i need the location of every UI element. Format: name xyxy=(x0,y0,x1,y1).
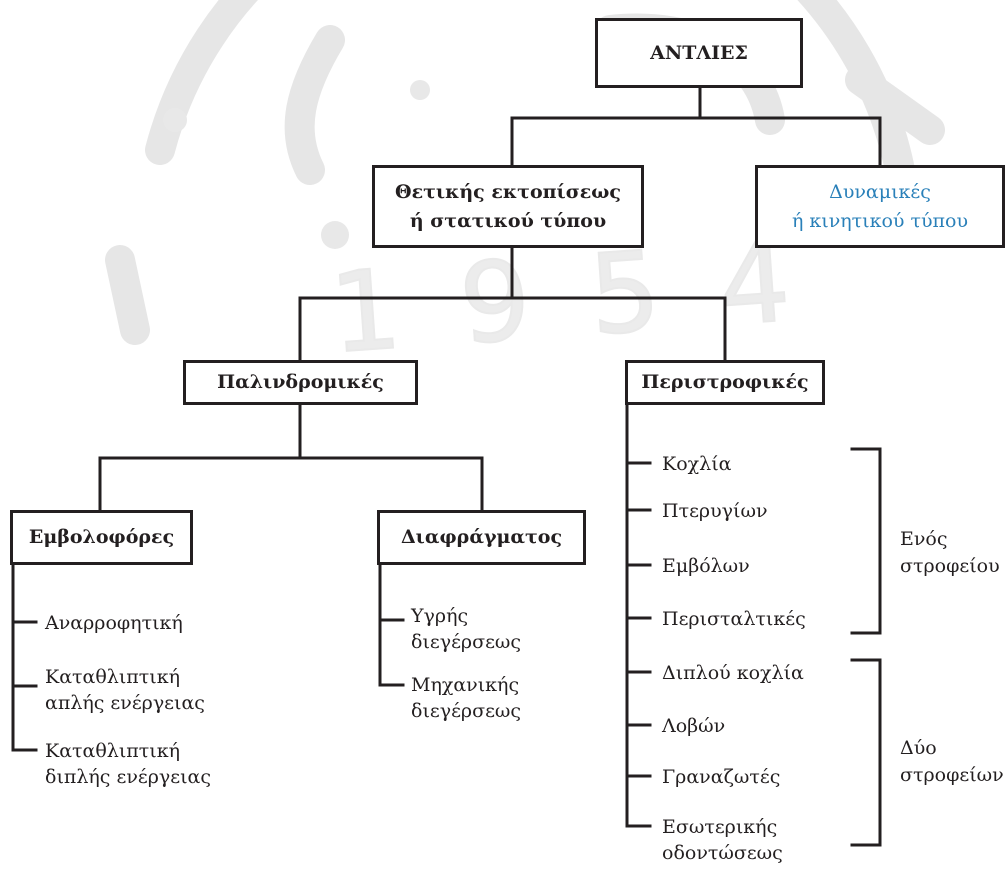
root-box: ΑΝΤΛΙΕΣ xyxy=(595,18,803,88)
rotary-item-line1: Διπλού κοχλία xyxy=(662,662,804,684)
diaphragm-item-line2: διεγέρσεως xyxy=(411,700,522,722)
positive-line1: Θετικής εκτοπίσεως xyxy=(395,180,621,203)
rotary-item-line1: Κοχλία xyxy=(662,453,732,475)
group-single-line2: στροφείου xyxy=(900,555,1000,577)
diaphragm-item: Υγρής διεγέρσεως xyxy=(411,603,521,655)
line-positive-rotary xyxy=(510,296,727,362)
piston-box: Εμβολοφόρες xyxy=(10,510,193,565)
line-recip-piston xyxy=(98,403,302,512)
group-double-line1: Δύο xyxy=(900,737,937,759)
positive-line2: ή στατικού τύπου xyxy=(409,209,607,232)
piston-item-line2: διπλής ενέργειας xyxy=(45,766,212,788)
dynamic-line2: ή κινητικού τύπου xyxy=(791,209,969,232)
piston-item-line2: απλής ενέργειας xyxy=(45,692,205,714)
rotary-item: Περισταλτικές xyxy=(662,606,806,632)
line-diaphragm-ticks xyxy=(378,618,405,687)
rotary-item-line1: Περισταλτικές xyxy=(662,608,806,630)
reciprocating-box: Παλινδρομικές xyxy=(183,360,418,405)
rotary-item-line1: Λοβών xyxy=(662,715,726,737)
piston-item: Αναρροφητική xyxy=(45,610,183,636)
piston-label: Εμβολοφόρες xyxy=(28,526,175,548)
dynamic-line1: Δυναμικές xyxy=(829,180,931,203)
line-root-dynamic xyxy=(698,116,882,167)
rotary-item-line1: Εσωτερικής xyxy=(662,816,778,838)
group-double-rotor: Δύο στροφείων xyxy=(900,735,1004,789)
group-single-rotor: Ενός στροφείου xyxy=(900,526,1000,580)
reciprocating-label: Παλινδρομικές xyxy=(217,371,384,393)
rotary-item-line1: Εμβόλων xyxy=(662,555,750,577)
rotary-item: Γραναζωτές xyxy=(662,764,780,790)
rotary-item: Εμβόλων xyxy=(662,553,750,579)
rotary-item-line1: Πτερυγίων xyxy=(662,500,768,522)
piston-item-line1: Καταθλιπτική xyxy=(45,740,181,762)
rotary-item: Λοβών xyxy=(662,713,725,739)
diaphragm-box: Διαφράγματος xyxy=(377,510,586,565)
positive-displacement-box: Θετικής εκτοπίσεως ή στατικού τύπου xyxy=(372,165,644,248)
piston-item: Καταθλιπτική απλής ενέργειας xyxy=(45,664,205,716)
line-rotary-ticks xyxy=(625,461,652,828)
group-double-line2: στροφείων xyxy=(900,764,1004,786)
rotary-item-line1: Γραναζωτές xyxy=(662,766,781,788)
line-recip-diaphragm xyxy=(298,456,484,512)
dynamic-box: Δυναμικές ή κινητικού τύπου xyxy=(755,165,1005,248)
rotary-label: Περιστροφικές xyxy=(641,371,809,393)
line-positive-reciprocating xyxy=(298,246,514,362)
diaphragm-item-line1: Μηχανικής xyxy=(411,674,520,696)
diaphragm-item-line1: Υγρής xyxy=(411,605,469,627)
group-single-line1: Ενός xyxy=(900,528,948,550)
rotary-item: Εσωτερικής οδοντώσεως xyxy=(662,814,783,866)
rotary-item-line2: οδοντώσεως xyxy=(662,842,783,864)
piston-item: Καταθλιπτική διπλής ενέργειας xyxy=(45,738,211,790)
rotary-item: Κοχλία xyxy=(662,451,731,477)
diaphragm-label: Διαφράγματος xyxy=(400,526,563,548)
root-label: ΑΝΤΛΙΕΣ xyxy=(650,41,748,64)
diaphragm-item: Μηχανικής διεγέρσεως xyxy=(411,672,521,724)
piston-item-line1: Αναρροφητική xyxy=(45,612,183,634)
bracket-double-rotor xyxy=(850,658,882,847)
bracket-single-rotor xyxy=(850,447,882,635)
line-root-positive xyxy=(510,86,702,167)
rotary-item: Διπλού κοχλία xyxy=(662,660,804,686)
diaphragm-item-line2: διεγέρσεως xyxy=(411,631,522,653)
line-piston-ticks xyxy=(11,620,38,752)
rotary-box: Περιστροφικές xyxy=(625,360,825,405)
rotary-item: Πτερυγίων xyxy=(662,498,768,524)
piston-item-line1: Καταθλιπτική xyxy=(45,666,181,688)
